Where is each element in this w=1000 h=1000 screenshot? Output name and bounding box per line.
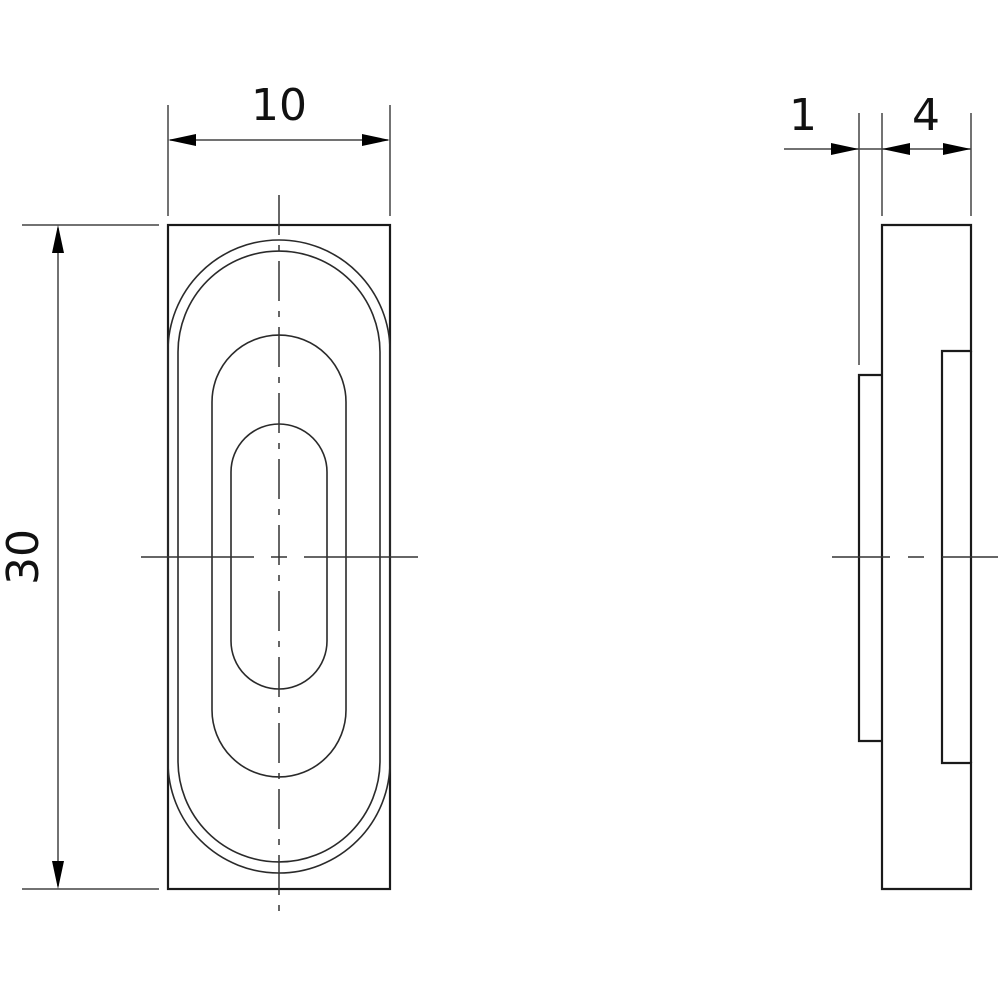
depth-dimensions: 1 4 bbox=[784, 90, 972, 365]
width-label: 10 bbox=[251, 80, 307, 131]
front-protrusion bbox=[857, 373, 882, 743]
front-protrusion-label: 1 bbox=[789, 90, 817, 141]
dust-cap bbox=[230, 423, 328, 690]
front-view: 10 30 bbox=[0, 80, 418, 917]
arrowhead-left-icon bbox=[168, 134, 196, 146]
inner-rim bbox=[177, 250, 381, 863]
arrowhead-front-icon bbox=[831, 143, 859, 155]
arrowhead-up-icon bbox=[52, 225, 64, 253]
height-label: 30 bbox=[0, 529, 49, 585]
width-dimension: 10 bbox=[167, 80, 391, 216]
body-depth-label: 4 bbox=[912, 90, 940, 141]
cone bbox=[211, 334, 347, 778]
outer-rim bbox=[167, 239, 391, 874]
side-body-outline bbox=[880, 223, 973, 891]
side-view: 1 4 bbox=[784, 90, 998, 891]
arrowhead-body-front-icon bbox=[882, 143, 910, 155]
arrowhead-down-icon bbox=[52, 861, 64, 889]
arrowhead-body-back-icon bbox=[943, 143, 971, 155]
arrowhead-right-icon bbox=[362, 134, 390, 146]
height-dimension: 30 bbox=[0, 224, 159, 890]
